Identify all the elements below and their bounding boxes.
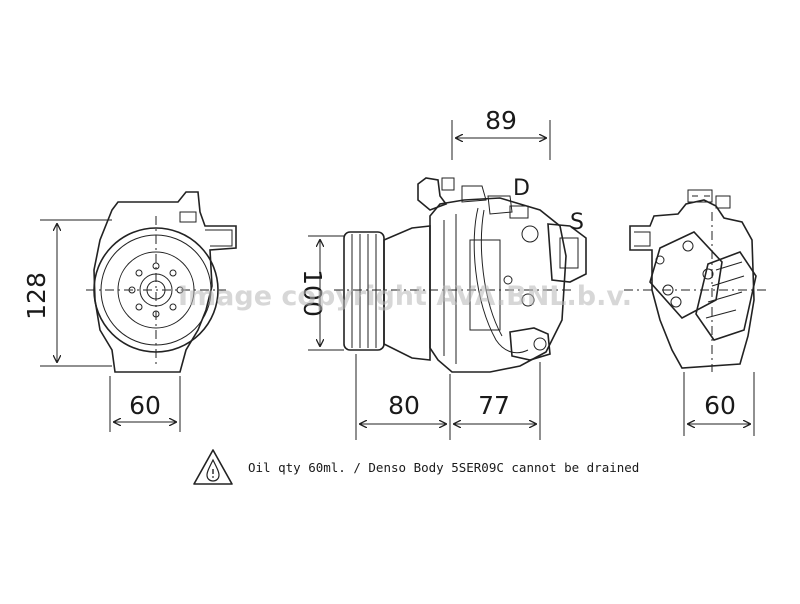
- front-view-pulley: [40, 191, 237, 432]
- body-height-dimension-100: 100: [298, 240, 327, 346]
- width-dimension-right-60: 60: [688, 391, 750, 424]
- oil-can-warning-icon: [193, 449, 233, 485]
- width-dimension-left-60: 60: [114, 391, 176, 422]
- side-view-compressor: [308, 120, 587, 440]
- bottom-left-dimension-80: 80: [360, 391, 446, 424]
- height-label: 128: [22, 272, 51, 320]
- width-left-label: 60: [129, 391, 161, 420]
- top-width-label: 89: [485, 106, 517, 135]
- oil-note: Oil qty 60ml. / Denso Body 5SER09C canno…: [248, 460, 639, 475]
- body-height-label: 100: [298, 269, 327, 317]
- suction-callout: S: [570, 210, 584, 235]
- bottom-left-label: 80: [388, 391, 420, 420]
- bottom-right-label: 77: [478, 391, 510, 420]
- height-dimension-128: 128: [22, 224, 57, 362]
- discharge-callout: D: [513, 176, 530, 201]
- top-width-dimension-89: 89: [456, 106, 546, 138]
- bottom-right-dimension-77: 77: [454, 391, 536, 424]
- watermark: Image copyright AVA.BNL.b.v.: [178, 281, 632, 312]
- width-right-label: 60: [704, 391, 736, 420]
- rear-view-compressor: [624, 189, 770, 436]
